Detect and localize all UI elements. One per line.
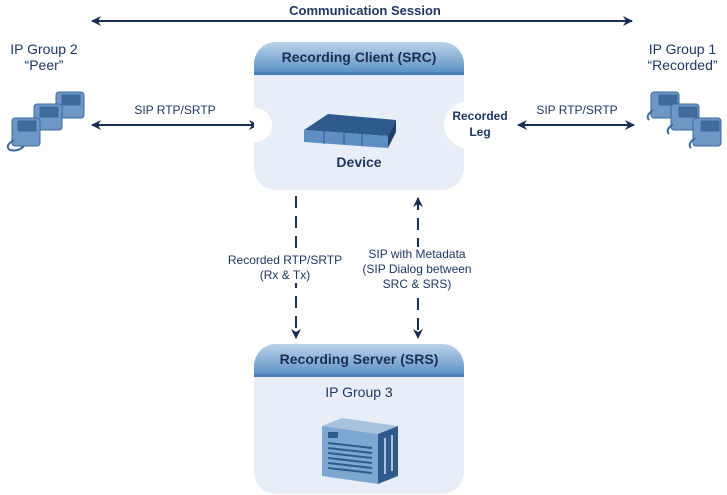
rack-device-icon xyxy=(304,114,396,148)
left-group-role: “Peer” xyxy=(24,57,64,73)
signal-link-line2: (SIP Dialog between xyxy=(362,262,472,276)
right-group-name: IP Group 1 xyxy=(648,41,717,57)
desk-phones-icon xyxy=(6,91,85,152)
left-group-label: IP Group 2 “Peer” xyxy=(0,41,88,73)
signal-link-line1: SIP with Metadata xyxy=(368,247,466,261)
left-port-notch xyxy=(254,108,272,142)
session-label: Communication Session xyxy=(289,3,441,18)
signal-link-line3: SRC & SRS) xyxy=(382,277,452,291)
recorded-leg-line2: Leg xyxy=(469,125,491,139)
signal-link-label: SIP with Metadata (SIP Dialog between SR… xyxy=(352,247,482,292)
media-link-label: Recorded RTP/SRTP (Rx & Tx) xyxy=(210,253,360,283)
right-group-role: “Recorded” xyxy=(647,57,718,73)
right-link-label: SIP RTP/SRTP xyxy=(536,103,618,117)
desk-phones-icon xyxy=(646,91,722,149)
recorded-leg-line1: Recorded xyxy=(452,109,508,123)
server-icon xyxy=(322,418,398,484)
media-link-line1: Recorded RTP/SRTP xyxy=(227,253,343,267)
right-group-label: IP Group 1 “Recorded” xyxy=(638,41,727,73)
left-link-label: SIP RTP/SRTP xyxy=(134,103,216,117)
srs-group-label: IP Group 3 xyxy=(325,384,393,400)
media-link-line2: (Rx & Tx) xyxy=(259,268,311,282)
right-port-notch xyxy=(444,100,464,150)
device-label: Device xyxy=(336,154,382,170)
recording-client-title: Recording Client (SRC) xyxy=(254,42,464,75)
recorded-leg-label-outer: Recorded Leg xyxy=(444,108,516,140)
recording-client-box: Recording Client (SRC) Device Recorded L… xyxy=(254,42,464,190)
recording-server-box: Recording Server (SRS) IP Group 3 xyxy=(254,344,464,494)
left-group-name: IP Group 2 xyxy=(10,41,78,57)
recording-server-title: Recording Server (SRS) xyxy=(254,344,464,377)
